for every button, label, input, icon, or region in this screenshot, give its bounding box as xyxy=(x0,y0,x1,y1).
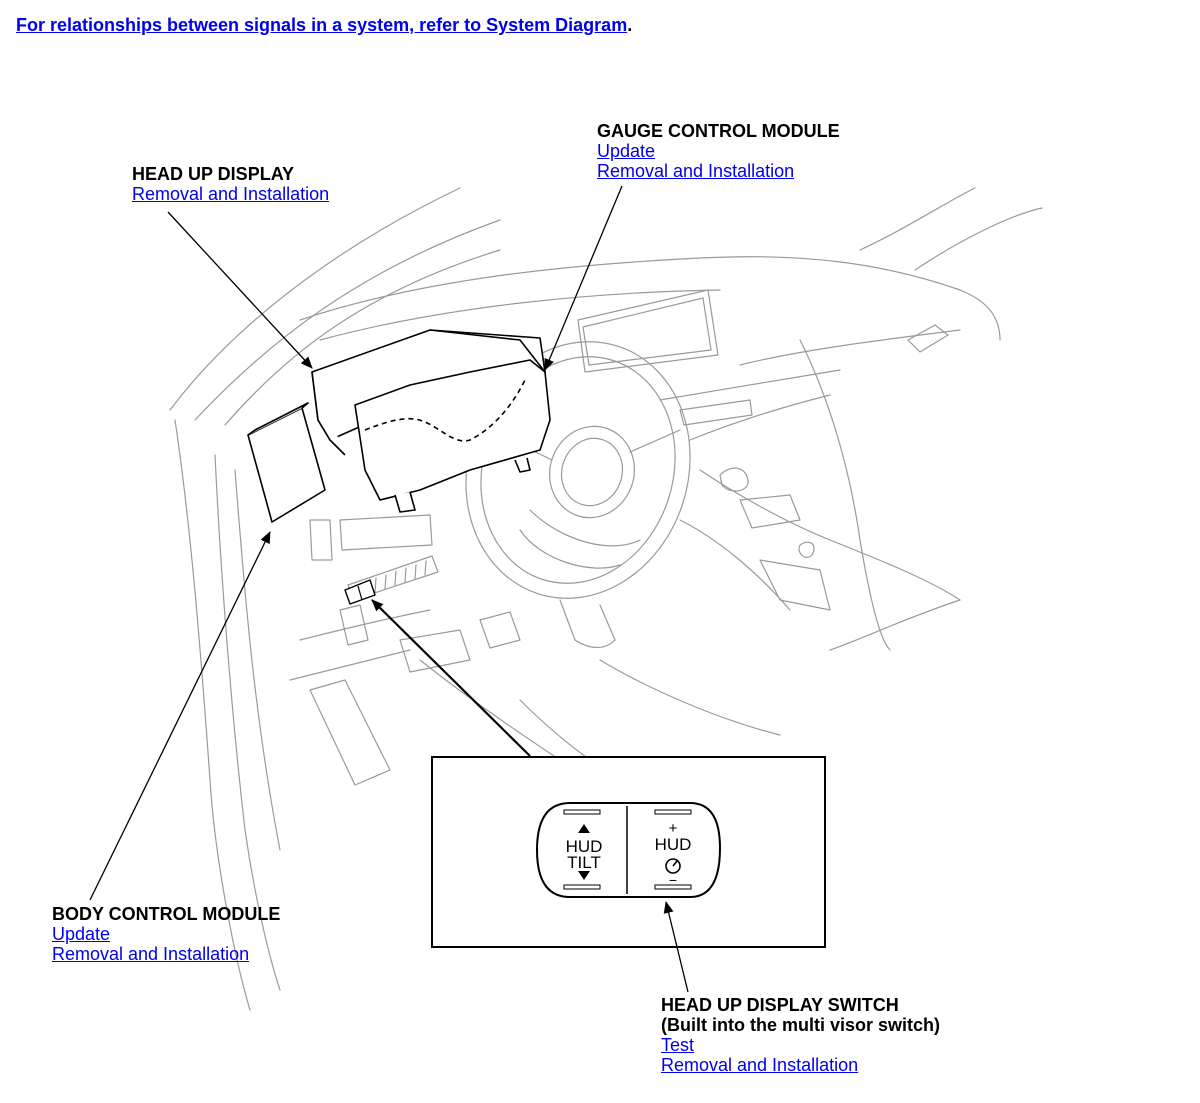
component-illustrations xyxy=(247,329,551,605)
switch-body xyxy=(535,802,722,898)
gauge-control-module-removal-link[interactable]: Removal and Installation xyxy=(597,161,795,181)
gauge-control-module-update-link[interactable]: Update xyxy=(597,141,656,161)
system-diagram-reference: For relationships between signals in a s… xyxy=(16,15,632,36)
body-control-module-removal-link[interactable]: Removal and Installation xyxy=(52,944,250,964)
head-up-display-switch-removal-link[interactable]: Removal and Installation xyxy=(661,1055,859,1075)
head-up-display-callout: HEAD UP DISPLAY Removal and Installation xyxy=(132,164,329,204)
gauge-module-shape xyxy=(354,359,551,501)
leader-lines xyxy=(89,185,689,993)
body-control-module-title: BODY CONTROL MODULE xyxy=(52,904,281,924)
body-control-module-update-link[interactable]: Update xyxy=(52,924,111,944)
hud-tilt-label-line2: TILT xyxy=(567,853,601,872)
head-up-display-title: HEAD UP DISPLAY xyxy=(132,164,295,184)
head-up-display-switch-callout: HEAD UP DISPLAY SWITCH (Built into the m… xyxy=(661,995,940,1075)
head-up-display-switch-test-link[interactable]: Test xyxy=(661,1035,695,1055)
hud-plus-label: + xyxy=(669,820,678,837)
head-up-display-switch-title: HEAD UP DISPLAY SWITCH xyxy=(661,995,899,1015)
body-control-module-shape xyxy=(247,407,326,523)
body-control-module-callout: BODY CONTROL MODULE Update Removal and I… xyxy=(52,904,280,964)
bcm-leader-line xyxy=(89,531,271,901)
hud-leader-line xyxy=(167,211,313,369)
head-up-display-switch-subtitle: (Built into the multi visor switch) xyxy=(661,1015,940,1035)
reference-period: . xyxy=(627,15,633,35)
hud-minus-label: − xyxy=(669,872,677,888)
hud-tilt-label-line1: HUD xyxy=(566,837,603,856)
head-up-display-removal-link[interactable]: Removal and Installation xyxy=(132,184,330,204)
gauge-icon xyxy=(665,858,681,874)
switch-inset: HUD TILT + HUD − xyxy=(431,756,826,948)
switch-leader-line xyxy=(663,901,689,993)
inset-leader-line xyxy=(371,599,531,757)
gauge-control-module-callout: GAUGE CONTROL MODULE Update Removal and … xyxy=(597,121,840,181)
gauge-control-module-title: GAUGE CONTROL MODULE xyxy=(597,121,840,141)
gcm-leader-line xyxy=(544,185,623,371)
system-diagram-link[interactable]: For relationships between signals in a s… xyxy=(16,15,628,35)
hud-brightness-label: HUD xyxy=(655,835,692,854)
